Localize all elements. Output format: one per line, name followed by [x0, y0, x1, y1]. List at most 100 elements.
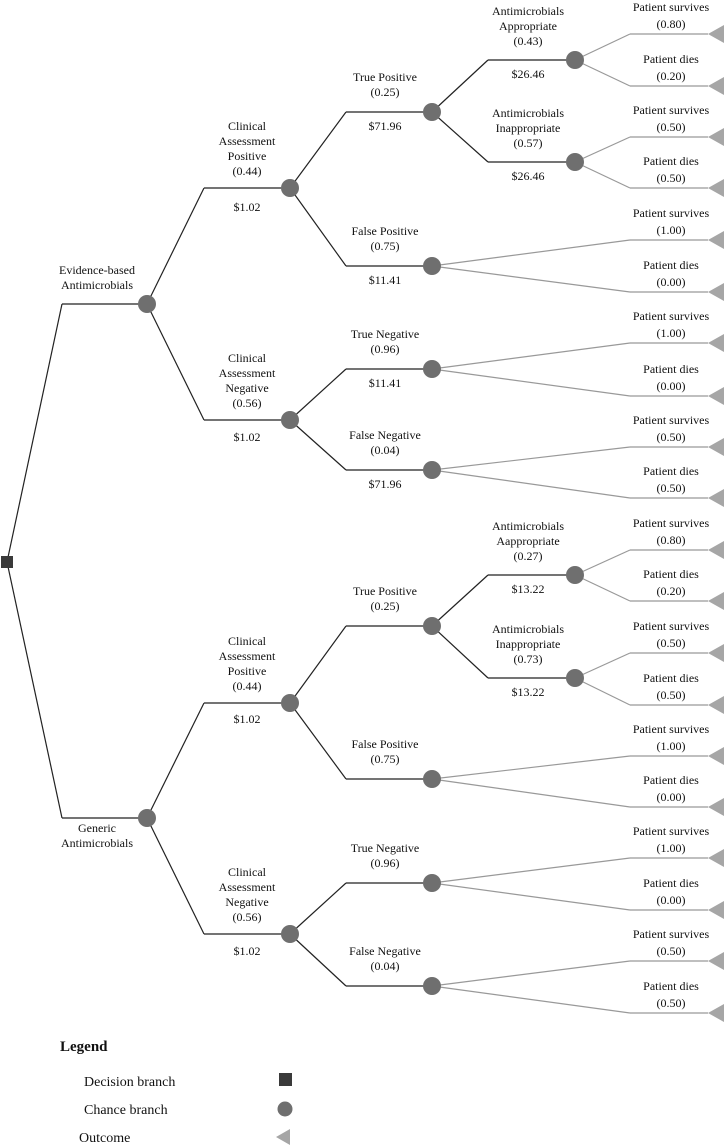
- antimicrobials-cost: $13.22: [512, 582, 545, 596]
- test-result-label: True Positive: [353, 70, 417, 84]
- assessment-label: Negative: [225, 381, 268, 395]
- assessment-label: Positive: [228, 149, 267, 163]
- antimicrobials-label: (0.43): [514, 34, 543, 48]
- outcome-probability: (1.00): [657, 841, 686, 855]
- test-result-label: False Negative: [349, 944, 421, 958]
- outcome-probability: (0.50): [657, 120, 686, 134]
- outcome-label: Patient dies: [643, 52, 699, 66]
- assessment-label: Clinical: [228, 634, 267, 648]
- outcome-probability: (1.00): [657, 739, 686, 753]
- outcome-edge: [431, 882, 631, 911]
- test-result-cost: $71.96: [369, 119, 402, 133]
- test-result-label: (0.04): [371, 959, 400, 973]
- chance-node-circle-icon: [423, 461, 441, 479]
- test-result-label: (0.96): [371, 342, 400, 356]
- legend-chance-label: Chance branch: [84, 1103, 168, 1118]
- outcome-label: Patient dies: [643, 979, 699, 993]
- chance-node-circle-icon: [566, 153, 584, 171]
- branch-edge: [146, 187, 205, 305]
- legend: Legend Decision branch Chance branch Out…: [60, 1039, 293, 1146]
- test-result-label: True Positive: [353, 584, 417, 598]
- outcome-label: Patient dies: [643, 671, 699, 685]
- outcome-probability: (0.50): [657, 944, 686, 958]
- outcome-edge: [574, 652, 631, 679]
- chance-node-circle-icon: [423, 770, 441, 788]
- outcome-edge: [431, 755, 631, 780]
- outcome-label: Patient survives: [633, 619, 710, 633]
- outcome-triangle-icon: [708, 334, 724, 352]
- outcome-edge: [574, 574, 631, 602]
- test-result-label: (0.04): [371, 443, 400, 457]
- outcome-edge: [431, 239, 631, 267]
- assessment-label: Clinical: [228, 865, 267, 879]
- chance-node-circle-icon: [138, 809, 156, 827]
- legend-decision-square-icon: [279, 1073, 292, 1086]
- outcome-probability: (1.00): [657, 326, 686, 340]
- test-result-cost: $11.41: [369, 273, 402, 287]
- outcome-triangle-icon: [708, 489, 724, 507]
- test-result-label: True Negative: [351, 841, 420, 855]
- outcome-label: Patient survives: [633, 206, 710, 220]
- assessment-cost: $1.02: [234, 712, 261, 726]
- chance-node-circle-icon: [423, 874, 441, 892]
- assessment-label: Assessment: [219, 880, 276, 894]
- outcome-probability: (0.50): [657, 636, 686, 650]
- legend-decision-label: Decision branch: [84, 1075, 175, 1090]
- antimicrobials-label: Antimicrobials: [492, 106, 564, 120]
- antimicrobials-cost: $13.22: [512, 685, 545, 699]
- tree-nodes: [1, 25, 724, 1022]
- assessment-cost: $1.02: [234, 430, 261, 444]
- outcome-probability: (0.00): [657, 379, 686, 393]
- outcome-label: Patient dies: [643, 154, 699, 168]
- chance-node-circle-icon: [423, 617, 441, 635]
- chance-node-circle-icon: [423, 360, 441, 378]
- test-result-label: (0.96): [371, 856, 400, 870]
- outcome-edge: [431, 469, 631, 499]
- chance-node-circle-icon: [423, 257, 441, 275]
- assessment-label: Negative: [225, 895, 268, 909]
- assessment-label: Assessment: [219, 366, 276, 380]
- outcome-edge: [431, 368, 631, 397]
- antimicrobials-label: (0.73): [514, 652, 543, 666]
- antimicrobials-label: Aappropriate: [496, 534, 559, 548]
- chance-node-circle-icon: [281, 179, 299, 197]
- antimicrobials-label: (0.27): [514, 549, 543, 563]
- outcome-probability: (1.00): [657, 223, 686, 237]
- antimicrobials-label: Antimicrobials: [492, 622, 564, 636]
- branch-edge: [6, 303, 63, 563]
- strategy-label: Antimicrobials: [61, 278, 133, 292]
- branch-edge: [146, 303, 205, 421]
- outcome-label: Patient dies: [643, 567, 699, 581]
- antimicrobials-label: (0.57): [514, 136, 543, 150]
- legend-chance-circle-icon: [277, 1101, 293, 1117]
- branch-edge: [289, 882, 347, 935]
- test-result-cost: $11.41: [369, 376, 402, 390]
- chance-node-circle-icon: [566, 566, 584, 584]
- outcome-triangle-icon: [708, 25, 724, 43]
- outcome-edge: [431, 857, 631, 884]
- outcome-label: Patient survives: [633, 309, 710, 323]
- branch-edge: [289, 111, 347, 189]
- outcome-probability: (0.50): [657, 481, 686, 495]
- outcome-label: Patient dies: [643, 876, 699, 890]
- test-result-label: False Positive: [351, 224, 418, 238]
- outcome-edge: [431, 985, 631, 1014]
- outcome-label: Patient survives: [633, 927, 710, 941]
- outcome-triangle-icon: [708, 128, 724, 146]
- outcome-triangle-icon: [708, 696, 724, 714]
- outcome-edge: [574, 33, 631, 61]
- chance-node-circle-icon: [281, 925, 299, 943]
- assessment-label: (0.56): [233, 910, 262, 924]
- branch-edge: [289, 625, 347, 704]
- outcome-edge: [431, 342, 631, 370]
- branch-edge: [146, 817, 205, 935]
- outcome-label: Patient dies: [643, 773, 699, 787]
- legend-title: Legend: [60, 1039, 108, 1055]
- branch-edge: [431, 59, 489, 113]
- outcome-triangle-icon: [708, 231, 724, 249]
- chance-node-circle-icon: [423, 977, 441, 995]
- chance-node-circle-icon: [423, 103, 441, 121]
- outcome-label: Patient survives: [633, 103, 710, 117]
- outcome-probability: (0.00): [657, 893, 686, 907]
- outcome-edge: [574, 136, 631, 163]
